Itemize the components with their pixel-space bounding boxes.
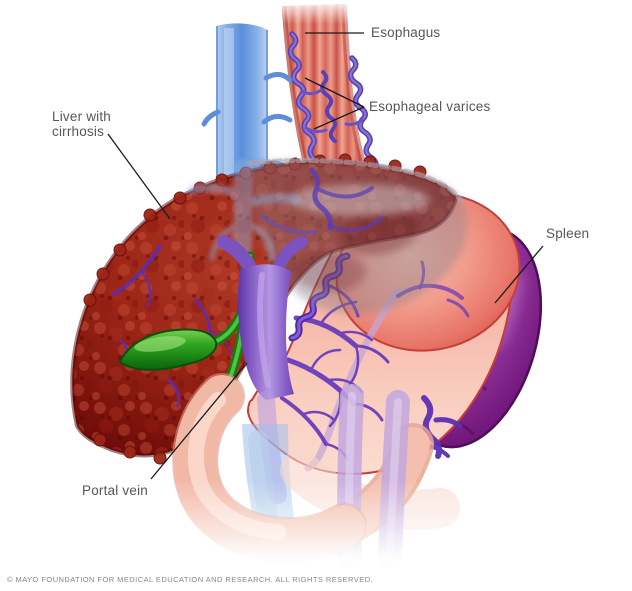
label-esophageal-varices: Esophageal varices — [369, 99, 491, 114]
copyright-notice: © MAYO FOUNDATION FOR MEDICAL EDUCATION … — [7, 575, 374, 584]
spleen-leader-line — [494, 245, 544, 304]
varices-leader-line-lower — [313, 106, 365, 130]
label-esophagus: Esophagus — [371, 25, 441, 40]
top-fade — [0, 0, 632, 24]
leader-lines — [107, 32, 544, 480]
bottom-fade — [0, 480, 632, 591]
label-liver-with-cirrhosis: Liver with cirrhosis — [52, 109, 112, 139]
liver-ghost-overlay — [187, 157, 467, 314]
label-portal-vein: Portal vein — [82, 483, 148, 498]
varices-leader-line-upper — [304, 77, 365, 108]
portal-vein-leader-line — [150, 362, 248, 480]
liver-leader-line — [107, 133, 171, 220]
label-spleen: Spleen — [546, 226, 590, 241]
